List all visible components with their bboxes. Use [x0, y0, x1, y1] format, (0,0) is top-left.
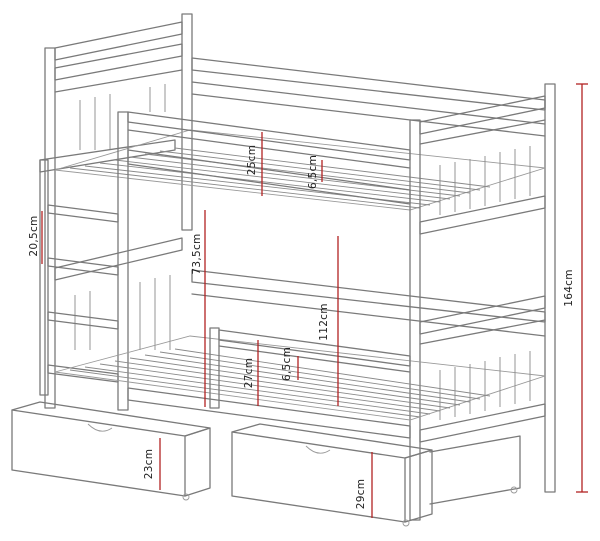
label-drawer-left: 23cm — [143, 449, 155, 480]
label-total-height: 164cm — [563, 269, 575, 307]
dimension-lines — [41, 83, 588, 518]
label-step-spacing: 20,5cm — [28, 215, 40, 256]
label-clearance: 112cm — [318, 303, 330, 341]
back-long-rails — [191, 57, 546, 337]
label-ladder-height: 73,5cm — [191, 233, 203, 274]
back-left-headboard — [44, 13, 193, 409]
ladder — [39, 159, 119, 396]
dimension-labels: 164cm 112cm 73,5cm 25cm 6,5cm 27cm 6,5cm… — [28, 145, 575, 510]
label-lower-rail: 27cm — [243, 358, 255, 389]
label-drawer-right: 29cm — [355, 479, 367, 510]
drawer-left — [11, 401, 211, 501]
drawer-back — [429, 435, 521, 505]
back-right-post — [544, 83, 556, 493]
label-upper-mattress: 6,5cm — [307, 155, 319, 189]
label-upper-rail: 25cm — [246, 145, 258, 176]
drawer-right — [231, 423, 433, 527]
label-lower-mattress: 6,5cm — [281, 347, 293, 381]
front-posts — [117, 111, 421, 521]
